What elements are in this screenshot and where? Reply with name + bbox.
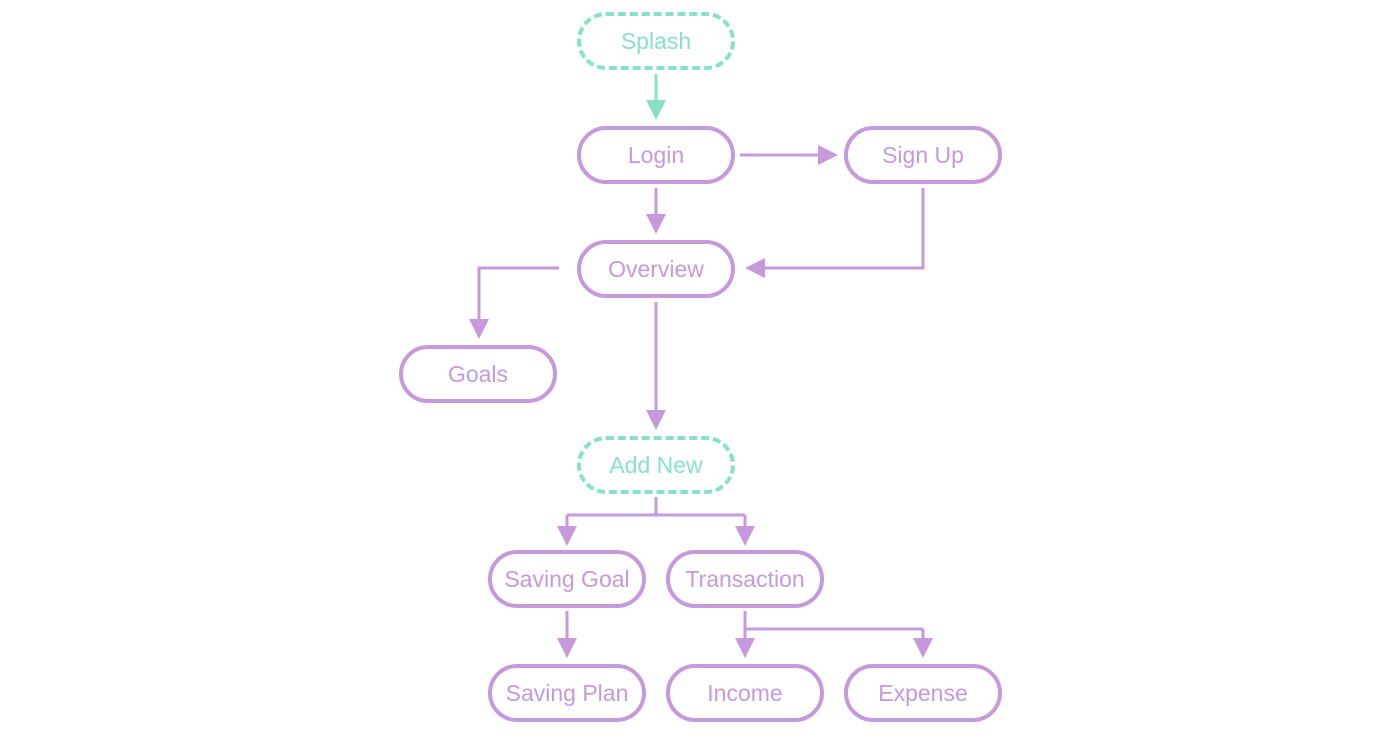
node-saving-plan: Saving Plan — [488, 664, 646, 722]
node-overview: Overview — [577, 240, 735, 298]
edge-addnew-branches — [557, 497, 755, 546]
edge-overview-addnew — [646, 302, 666, 430]
node-saving-goal: Saving Goal — [488, 550, 646, 608]
node-add-new: Add New — [577, 436, 735, 494]
node-sign-up: Sign Up — [844, 126, 1002, 184]
node-expense: Expense — [844, 664, 1002, 722]
edge-splash-login — [646, 74, 666, 120]
node-splash: Splash — [577, 12, 735, 70]
edge-transaction-branches — [735, 611, 933, 658]
edge-signup-overview — [745, 188, 925, 278]
edge-overview-goals — [469, 266, 559, 339]
node-transaction: Transaction — [666, 550, 824, 608]
edge-login-signup — [740, 145, 838, 165]
node-income: Income — [666, 664, 824, 722]
node-goals: Goals — [399, 345, 557, 403]
edge-login-overview — [646, 188, 666, 234]
node-login: Login — [577, 126, 735, 184]
edge-savinggoal-savingplan — [557, 611, 577, 658]
